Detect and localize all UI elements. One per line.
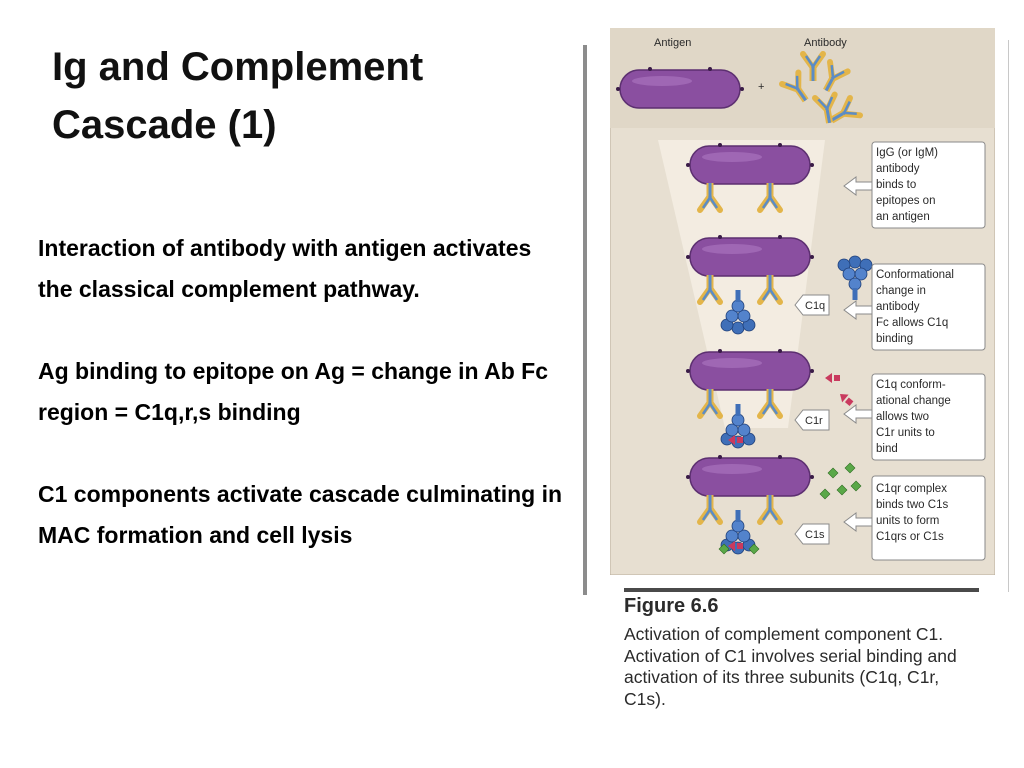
body-paragraph-2: Ag binding to epitope on Ag = change in … — [38, 358, 549, 425]
figure-caption-rule — [624, 588, 979, 592]
step-2-caption-line-3: antibody — [876, 301, 920, 313]
label-antigen: Antigen — [654, 37, 691, 49]
slide-title-line1: Ig and Complement — [52, 45, 424, 89]
step-4-caption-line-1: C1qr complex — [876, 483, 947, 495]
step-1-caption-line-5: an antigen — [876, 211, 930, 223]
step-1-caption-box: IgG (or IgM) antibody binds to epitopes … — [871, 141, 986, 229]
slide-title-line2: Cascade (1) — [52, 103, 277, 147]
slide-body: Interaction of antibody with antigen act… — [38, 228, 563, 597]
step-2-caption-line-4: Fc allows C1q — [876, 317, 948, 329]
body-paragraph-1: Interaction of antibody with antigen act… — [38, 235, 532, 302]
step-4-tag: C1s — [794, 523, 830, 545]
step-3-tag: C1r — [794, 409, 830, 431]
step-1-caption-line-3: binds to — [876, 179, 916, 191]
plus-sign: + — [758, 81, 764, 93]
step-1-caption-line-4: epitopes on — [876, 195, 935, 207]
step-4-tag-label: C1s — [805, 529, 825, 541]
figure-right-border — [1008, 40, 1009, 592]
step-2-tag: C1q — [794, 294, 830, 316]
figure-side-bar — [583, 45, 587, 595]
step-2-caption-box: Conformational change in antibody Fc all… — [871, 263, 986, 351]
step-3-caption-line-2: ational change — [876, 395, 951, 407]
slide-title: Ig and Complement Cascade (1) — [52, 38, 552, 154]
figure-title: Figure 6.6 — [624, 595, 719, 617]
step-3-caption-line-1: C1q conform- — [876, 379, 946, 391]
step-2-caption-line-2: change in — [876, 285, 926, 297]
figure-caption: Activation of complement component C1. A… — [624, 624, 957, 709]
step-3-caption-line-5: bind — [876, 443, 898, 455]
step-1-caption-line-2: antibody — [876, 163, 920, 175]
step-3-caption-box: C1q conform- ational change allows two C… — [871, 373, 986, 461]
step-3-caption-line-4: C1r units to — [876, 427, 935, 439]
step-4-caption-box: C1qr complex binds two C1s units to form… — [871, 475, 986, 561]
step-2-tag-label: C1q — [805, 300, 825, 312]
step-3-caption-line-3: allows two — [876, 411, 929, 423]
step-1-caption-line-1: IgG (or IgM) — [876, 147, 938, 159]
free-antigen — [615, 66, 745, 109]
step-4-caption-line-4: C1qrs or C1s — [876, 531, 944, 543]
step-4-caption-line-2: binds two C1s — [876, 499, 948, 511]
step-4-caption-line-3: units to form — [876, 515, 939, 527]
step-2-caption-line-1: Conformational — [876, 269, 954, 281]
step-3-tag-label: C1r — [805, 415, 823, 427]
body-paragraph-3: C1 components activate cascade culminati… — [38, 481, 563, 548]
step-2-caption-line-5: binding — [876, 333, 913, 345]
label-antibody: Antibody — [804, 37, 847, 49]
complement-activation-diagram: Antigen Antibody + IgG (or IgM) antibody… — [610, 28, 995, 575]
